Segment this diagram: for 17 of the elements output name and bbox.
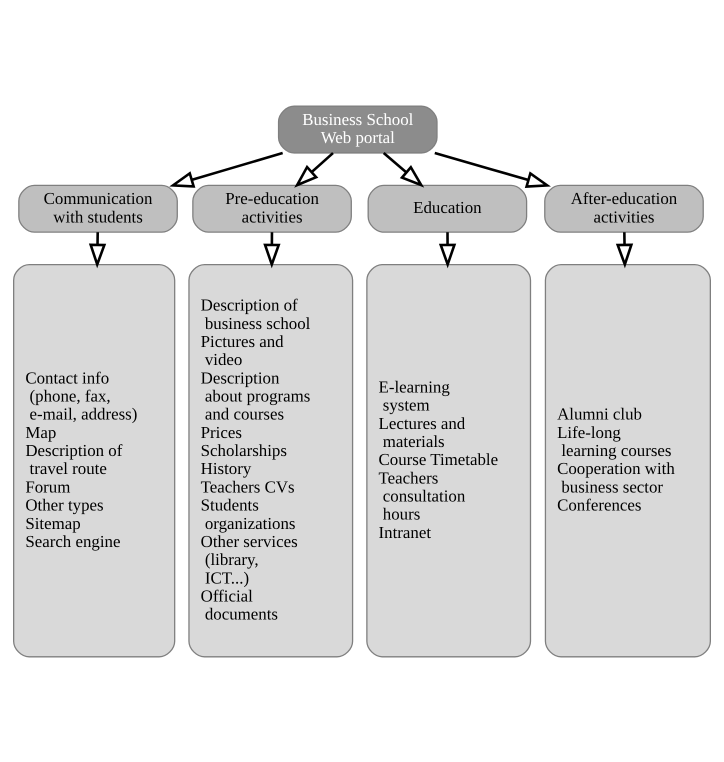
node-box: After-education activities [544, 184, 704, 232]
node-box: Communication with students [18, 184, 178, 232]
arrow [434, 151, 551, 188]
arrow [169, 151, 284, 188]
arrow [88, 232, 106, 268]
node-box: Pre-education activities [192, 184, 352, 232]
node-box: E-learning system Lectures and materials Course Timetable Teachers consultation hours Intranet [366, 263, 532, 657]
node-box: Alumni club Life-long learning courses Cooperation with business sector Conferences [544, 263, 711, 657]
arrow [263, 232, 281, 268]
node-box: Education [368, 184, 528, 232]
arrow [438, 232, 456, 268]
node-box: Contact info (phone, fax, e-mail, address) Map Description of travel route Forum Other types Sitemap Search engine [13, 263, 176, 657]
arrow [294, 152, 334, 188]
node-box: Description of business school Pictures and video Description about programs and courses Prices Scholarships History Teachers CVs Students organizations Other services (library, ICT...) Official documents [188, 263, 354, 657]
arrow [616, 232, 634, 268]
node-box: Business School Web portal [278, 105, 438, 154]
arrow [382, 152, 424, 188]
